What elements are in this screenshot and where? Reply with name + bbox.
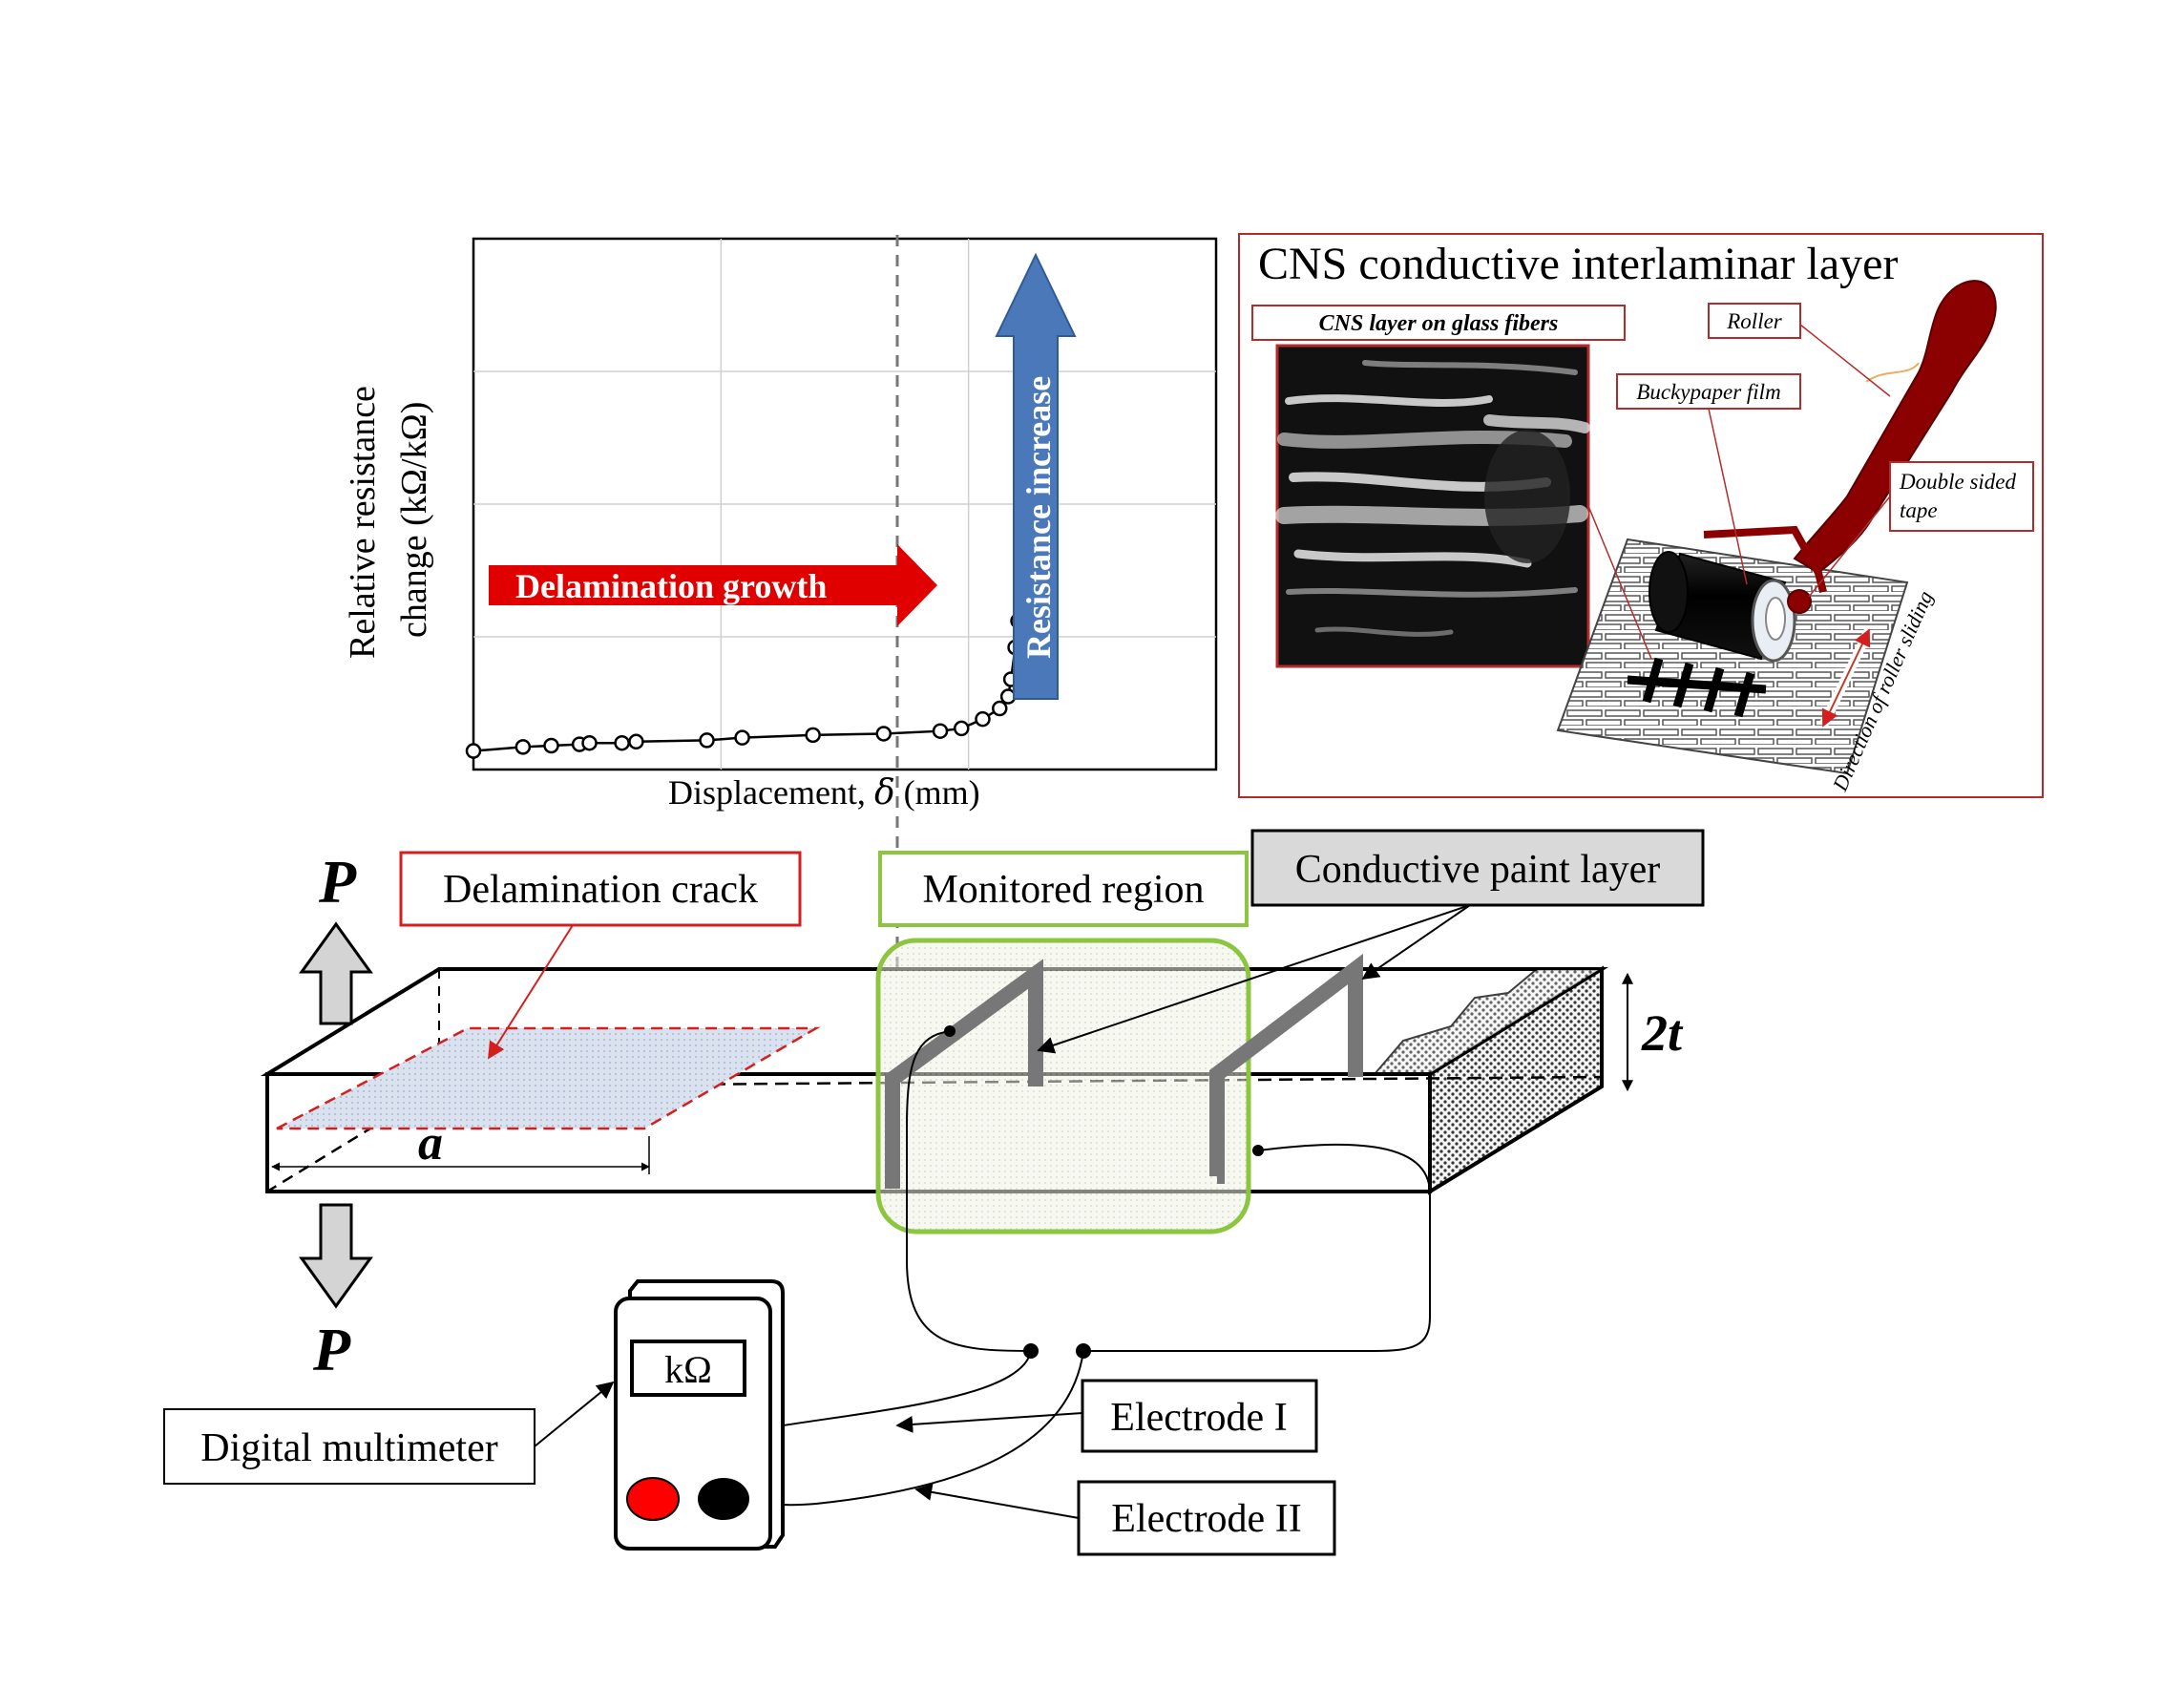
data-point: [875, 726, 892, 742]
crack-label: Delamination crack: [443, 868, 758, 912]
resistance-increase-arrow: Resistance increase: [995, 252, 1077, 700]
cns-panel-title: CNS conductive interlaminar layer: [1258, 239, 1898, 289]
photo-label-box: [1251, 305, 1626, 341]
photo-leader: [1587, 505, 1652, 660]
dcb-specimen: a 2t P P Delamination crack Monitored re…: [260, 829, 1705, 1383]
monitored-region: [875, 938, 1251, 1234]
data-point: [581, 734, 598, 751]
data-point: [699, 732, 715, 749]
electrode-1-leader: [895, 1412, 1083, 1433]
electrode-2-label: Electrode II: [1111, 1497, 1301, 1541]
cns-panel: CNS conductive interlaminar layer CNS la…: [1238, 233, 2044, 798]
x-axis-label: Displacement, δ (mm): [668, 773, 980, 812]
wire-to-black-probe: [746, 1350, 1084, 1507]
tape-label-line2: tape: [1900, 498, 1938, 522]
conductive-paint-stripes: [885, 953, 1363, 1189]
delamination-growth-label: Delamination growth: [515, 567, 827, 605]
data-point: [992, 700, 1008, 717]
wire-left: [906, 1030, 1032, 1352]
data-point: [514, 739, 532, 755]
tape-label-box: [1889, 461, 2034, 532]
hidden-edge-diagonal: [266, 1085, 440, 1193]
grid: [473, 239, 1216, 770]
roller-label: Roller: [1726, 309, 1783, 333]
crack-length-label: a: [418, 1116, 443, 1171]
load-label-bottom: P: [312, 1316, 351, 1383]
cns-micrograph-image: [1275, 344, 1590, 668]
resistance-chart: Delamination growth Resistance increase …: [343, 235, 1218, 1060]
fracture-surface: [1372, 968, 1606, 1075]
data-point: [954, 720, 970, 737]
data-point: [614, 734, 630, 751]
roller-leader: [1799, 324, 1891, 397]
tape-label-line1: Double sided: [1899, 470, 2017, 494]
monitored-label-box: [878, 851, 1249, 927]
buckypaper-leader: [1708, 408, 1748, 585]
data-point: [465, 743, 482, 759]
roller-direction-arrow: [1818, 627, 1874, 728]
delamination-growth-arrow: Delamination growth: [489, 544, 937, 626]
buckypaper-strips: [1627, 657, 1767, 718]
buckypaper-label: Buckypaper film: [1636, 380, 1780, 404]
data-point: [734, 729, 750, 746]
roller-label-box: [1708, 303, 1801, 339]
data-point: [932, 723, 949, 739]
load-label-top: P: [318, 848, 357, 916]
data-point: [805, 727, 821, 744]
load-arrow-down: [299, 1203, 373, 1309]
multimeter-display: [630, 1340, 746, 1397]
digital-multimeter: kΩ: [614, 1279, 785, 1551]
paint-leader-1: [1037, 904, 1471, 1054]
multimeter-label: Digital multimeter: [200, 1426, 497, 1470]
multimeter-display-text: kΩ: [664, 1348, 712, 1391]
resistance-increase-label: Resistance increase: [1019, 376, 1058, 659]
electrode-2-leader: [914, 1483, 1080, 1519]
photo-label: CNS layer on glass fibers: [1319, 311, 1559, 336]
data-point: [628, 733, 644, 750]
crack-label-leader: [488, 924, 574, 1060]
wiring: kΩ Digital multimeter Electrode I Electr…: [163, 1025, 1431, 1556]
data-point: [543, 737, 559, 754]
black-probe-socket: [698, 1478, 749, 1520]
load-arrow-up: [299, 921, 373, 1025]
thickness-label: 2t: [1641, 1004, 1684, 1062]
y-axis-label-line2: change (kΩ/kΩ): [394, 402, 434, 638]
multimeter-leader: [534, 1381, 615, 1447]
paint-leader-2: [1361, 904, 1471, 981]
delamination-crack-plane: [276, 1026, 821, 1130]
crack-label-box: [399, 851, 802, 927]
electrode-1-label: Electrode I: [1110, 1396, 1287, 1440]
red-probe-socket: [626, 1477, 680, 1521]
data-point: [975, 710, 991, 728]
tape-leader: [1808, 496, 1891, 598]
buckypaper-label-box: [1616, 373, 1801, 410]
paint-label-box: [1250, 829, 1705, 907]
paint-label: Conductive paint layer: [1295, 848, 1661, 892]
wire-right: [1083, 1143, 1431, 1352]
monitored-label: Monitored region: [922, 868, 1204, 912]
y-axis-label-line1: Relative resistance: [343, 386, 383, 659]
electrode-1-label-box: [1081, 1379, 1318, 1453]
